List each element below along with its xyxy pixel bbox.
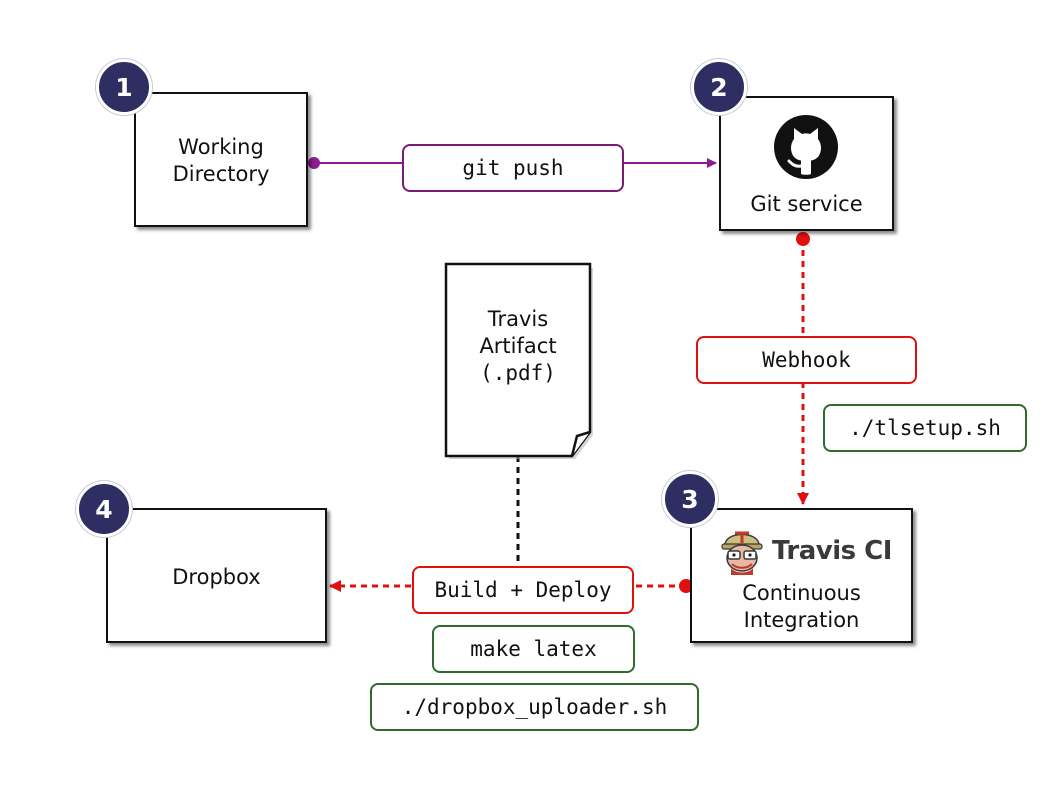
step-badge-4: 4 <box>76 481 132 537</box>
travis-ci-line-1: Continuous <box>742 581 861 605</box>
make-latex-label: make latex <box>432 625 635 673</box>
tlsetup-label: ./tlsetup.sh <box>823 404 1027 452</box>
artifact-text: Travis Artifact (.pdf) <box>446 306 590 387</box>
git-push-edge-origin <box>308 157 320 169</box>
working-directory-line-2: Directory <box>172 162 270 186</box>
git-service-title: Git service <box>750 192 863 216</box>
dropbox-node: Dropbox <box>106 508 327 643</box>
deploy-edge-origin <box>679 579 693 593</box>
travis-ci-line-2: Integration <box>743 608 860 632</box>
step-badge-1: 1 <box>96 59 152 115</box>
artifact-ext: (.pdf) <box>480 361 556 385</box>
artifact-document <box>444 262 593 459</box>
dropbox-title: Dropbox <box>172 565 261 589</box>
dropbox-uploader-label: ./dropbox_uploader.sh <box>370 683 699 731</box>
github-octocat-icon <box>774 115 838 179</box>
webhook-label: Webhook <box>696 336 917 384</box>
build-deploy-label: Build + Deploy <box>412 566 634 614</box>
artifact-line-1: Travis <box>487 307 549 331</box>
artifact-line-2: Artifact <box>479 334 557 358</box>
travis-mascot-icon <box>721 531 763 575</box>
git-push-label: git push <box>402 144 624 192</box>
working-directory-line-1: Working <box>178 135 264 159</box>
step-badge-3: 3 <box>662 471 718 527</box>
travis-ci-node: Travis CI Continuous Integration <box>690 508 913 643</box>
travis-ci-brand: Travis CI <box>772 536 892 566</box>
working-directory-node: Working Directory <box>134 92 308 227</box>
step-badge-2: 2 <box>691 59 747 115</box>
git-service-node: Git service <box>719 96 894 231</box>
webhook-edge-origin <box>796 232 810 246</box>
